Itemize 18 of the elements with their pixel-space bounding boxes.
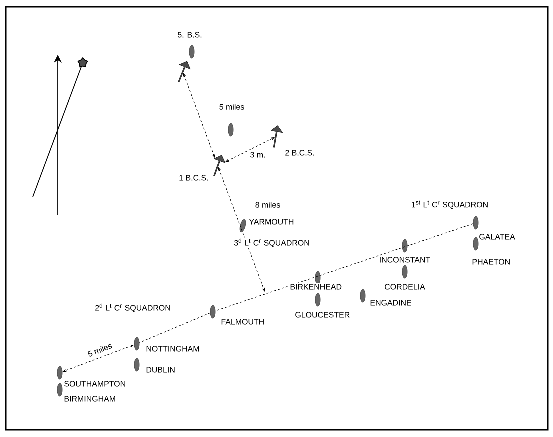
ship-marker [210,305,216,319]
ship-marker [134,337,140,351]
ship-arrow [270,126,284,148]
ship-marker [189,45,195,59]
ship-marker [315,271,321,285]
ship-marker [402,265,408,279]
ship-arrow [178,61,191,82]
ship-marker [240,219,246,232]
ship-arrow [214,155,226,176]
ship-marker [57,383,63,397]
ship-marker [473,216,479,230]
ship-marker [402,239,408,253]
ship-marker [473,237,479,251]
ship-marker [360,289,366,303]
ship-marker [315,293,321,307]
ship-marker [57,366,63,380]
ship-marker [134,358,140,372]
ship-marker [228,123,234,137]
